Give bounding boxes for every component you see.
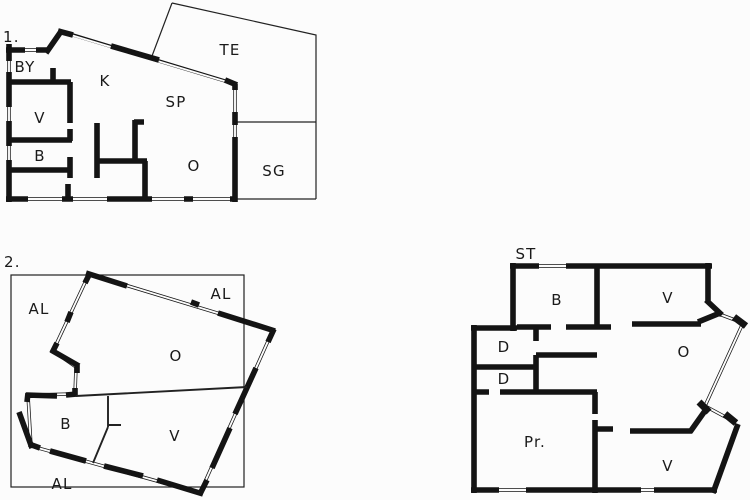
room-label-v-top: V [662, 289, 673, 307]
room-label-v1: V [34, 109, 45, 127]
plan2-site-boundary [10, 274, 245, 488]
plan2-number: 2. [4, 253, 21, 271]
room-label-b2: B [60, 415, 72, 433]
floor-plan-1: 1. BY K TE V SP B O SG [3, 2, 317, 202]
room-label-o3: O [677, 343, 690, 361]
floor-plan-2: 2. AL AL O B V AL [4, 253, 277, 497]
room-label-by: BY [14, 58, 35, 76]
room-label-v2: V [169, 427, 180, 445]
room-label-k: K [99, 72, 110, 90]
room-label-st: ST [515, 245, 536, 263]
room-label-al-nw: AL [28, 300, 49, 318]
floor-plan-3: ST B V D O D Pr. V [471, 245, 749, 494]
room-label-d-upper: D [498, 338, 511, 356]
plan1-terrace-garage-outline [151, 2, 317, 200]
room-label-sp: SP [166, 93, 187, 111]
room-label-d-lower: D [498, 370, 511, 388]
plan2-partitions [75, 386, 248, 464]
plan2-walls [16, 270, 277, 497]
plan1-number: 1. [3, 28, 20, 46]
room-label-o2: O [169, 347, 182, 365]
plan3-walls [471, 263, 749, 494]
room-label-b3: B [551, 291, 563, 309]
room-label-al-s: AL [51, 475, 72, 493]
room-label-v-bottom: V [662, 457, 673, 475]
room-label-te: TE [218, 41, 240, 59]
room-label-al-ne: AL [210, 285, 231, 303]
room-label-sg: SG [262, 162, 286, 180]
room-label-pr: Pr. [524, 433, 546, 451]
plan1-walls [6, 28, 239, 202]
room-label-o1: O [187, 157, 200, 175]
plan2-wall-bands [26, 271, 276, 496]
room-label-b1: B [34, 147, 46, 165]
